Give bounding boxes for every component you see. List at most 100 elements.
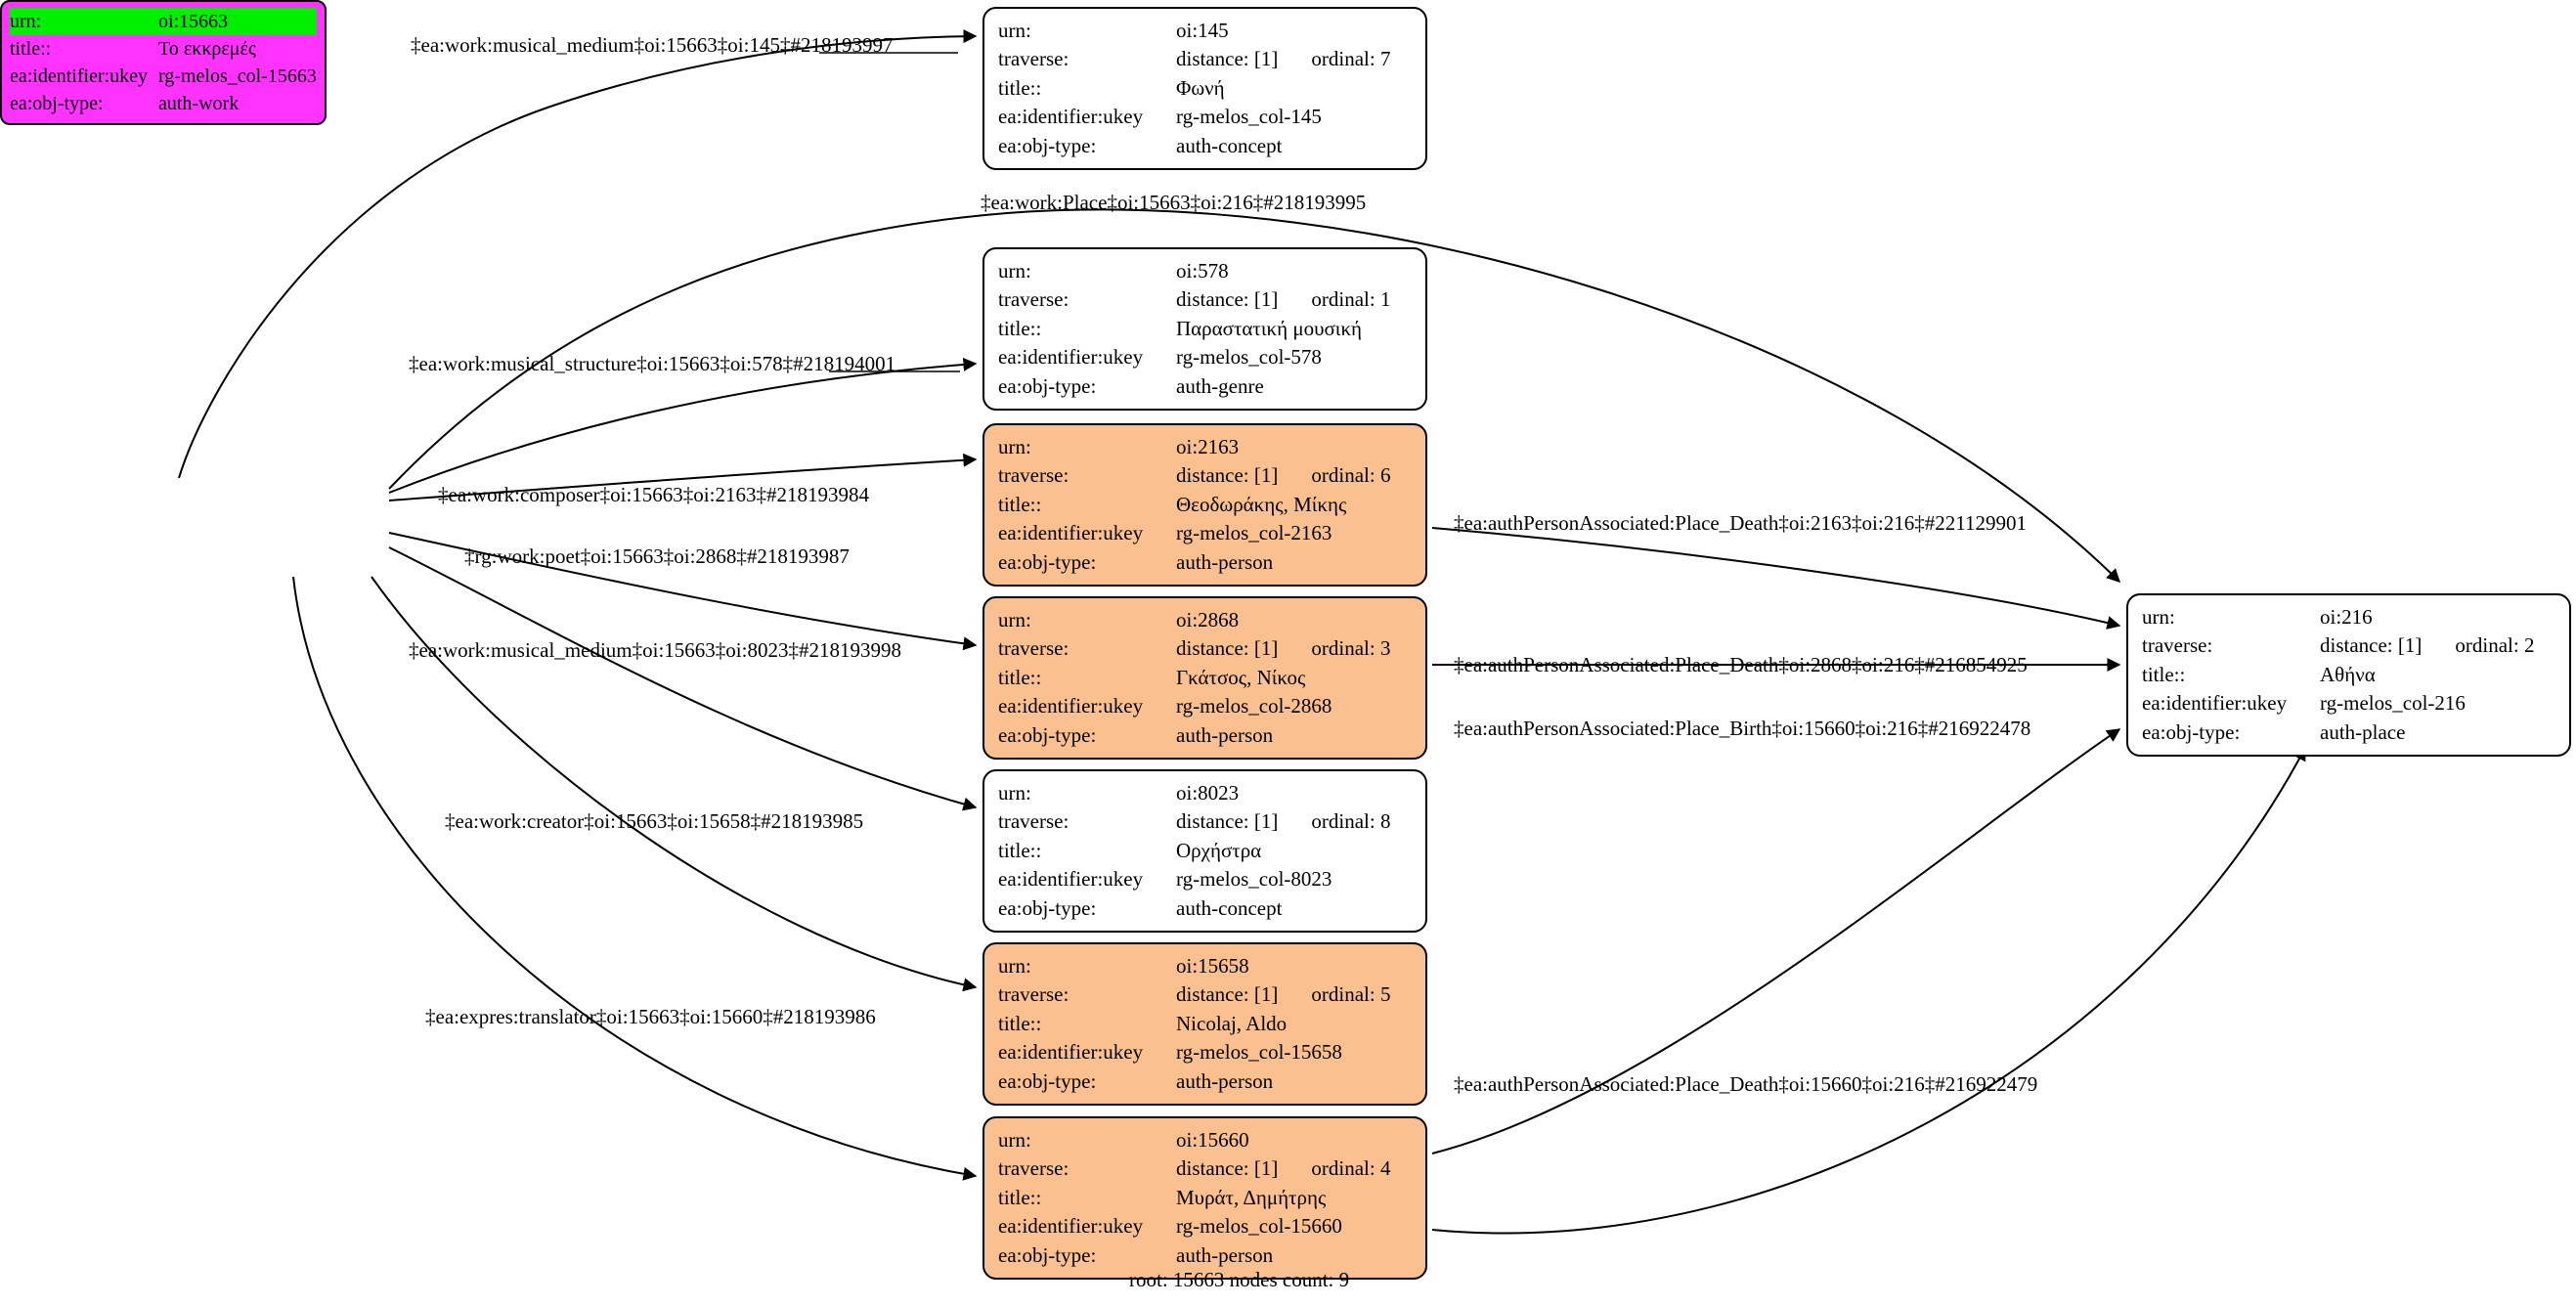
field-value-objtype: auth-person [1176,549,1274,574]
node-field-urn: urn: oi:15663 [10,8,317,35]
node-oi145[interactable]: urn: oi:145 traverse: distance: [1]ordinal:… [982,7,1427,170]
node-field-urn: urn:oi:2163 [998,433,1412,461]
field-value-title: Φωνή [1176,75,1225,100]
node-field-title: title::Μυράτ, Δημήτρης [998,1184,1412,1212]
node-field-ukey: ea:identifier:ukey rg-melos_col-145 [998,103,1412,131]
node-field-traverse: traverse: distance: [1]ordinal: 2 [2142,631,2555,660]
node-field-objtype: ea:obj-type:auth-person [998,721,1412,750]
traverse-ordinal: ordinal: 5 [1311,982,1391,1007]
node-oi216[interactable]: urn: oi:216 traverse: distance: [1]ordinal:… [2126,593,2571,757]
field-key-ukey: ea:identifier:ukey [998,1040,1144,1065]
edge-e218193998 [388,546,978,811]
field-key-urn: urn: [2142,605,2175,629]
edge-label-e218193984: ‡ea:work:composer‡oi:15663‡oi:2163‡#2181… [438,483,869,506]
field-value-title: Θεοδωράκης, Μίκης [1176,492,1347,516]
field-key-urn: urn: [10,8,158,35]
field-value-title: Παραστατική μουσική [1176,316,1363,340]
field-value-ukey: rg-melos_col-145 [1176,105,1322,129]
field-key-ukey: ea:identifier:ukey [998,105,1144,129]
field-value-objtype: auth-genre [1176,373,1264,398]
node-field-objtype: ea:obj-type:auth-person [998,548,1412,577]
edge-e218193986 [292,576,978,1181]
traverse-distance: distance: [1] [1176,287,1279,312]
field-key-traverse: traverse: [2142,633,2213,658]
node-field-urn: urn: oi:216 [2142,603,2555,631]
node-field-title: title::Αθήνα [2142,661,2555,689]
edge-e218194001 [388,357,978,494]
node-field-objtype: ea:obj-type:auth-person [998,1241,1412,1270]
field-value-objtype: auth-person [1176,1068,1274,1093]
edge-label-e216922479: ‡ea:authPersonAssociated:Place_Death‡oi:… [1454,1072,2038,1096]
field-key-title: title:: [998,75,1042,100]
field-value-traverse: distance: [1]ordinal: 5 [1176,980,1390,1009]
field-key-traverse: traverse: [998,47,1070,71]
field-value-objtype: auth-work [158,93,240,114]
field-value-objtype: auth-person [1176,722,1274,747]
field-value-title: Ορχήστρα [1176,838,1262,862]
field-value-title: Nicolaj, Aldo [1176,1011,1288,1035]
edge-label-e218193995: ‡ea:work:Place‡oi:15663‡oi:216‡#21819399… [981,191,1367,214]
field-value-urn: oi:8023 [1176,781,1240,805]
field-value-ukey: rg-melos_col-15663 [158,65,317,87]
field-value-ukey: rg-melos_col-15660 [1176,1214,1342,1239]
field-key-urn: urn: [998,435,1031,458]
traverse-ordinal: ordinal: 8 [1311,809,1391,834]
field-key-urn: urn: [998,19,1031,42]
field-key-title: title:: [998,838,1042,862]
field-key-objtype: ea:obj-type: [998,1068,1097,1093]
traverse-distance: distance: [1] [1176,636,1279,661]
node-field-urn: urn:oi:15658 [998,952,1412,980]
field-key-title: title:: [2142,662,2186,686]
node-field-urn: urn: oi:145 [998,17,1412,45]
field-value-urn: oi:578 [1176,259,1229,283]
field-value-traverse: distance: [1]ordinal: 7 [1176,45,1390,73]
field-key-objtype: ea:obj-type: [998,133,1097,157]
node-field-traverse: traverse:distance: [1]ordinal: 1 [998,285,1412,314]
node-field-urn: urn:oi:578 [998,257,1412,285]
traverse-distance: distance: [1] [1176,809,1279,834]
field-value-ukey: rg-melos_col-216 [2320,691,2466,716]
node-field-urn: urn:oi:2868 [998,606,1412,634]
field-key-ukey: ea:identifier:ukey [10,65,149,87]
traverse-ordinal: ordinal: 2 [2455,633,2535,658]
node-field-urn: urn:oi:15660 [998,1126,1412,1154]
node-field-traverse: traverse:distance: [1]ordinal: 3 [998,634,1412,663]
field-key-objtype: ea:obj-type: [10,93,104,114]
traverse-distance: distance: [1] [1176,1156,1279,1181]
field-value-traverse: distance: [1]ordinal: 2 [2320,631,2534,660]
edge-label-e218193985: ‡ea:work:creator‡oi:15663‡oi:15658‡#2181… [445,809,864,833]
field-value-title: Μυράτ, Δημήτρης [1176,1185,1327,1209]
node-field-objtype: ea:obj-type:auth-concept [998,894,1412,923]
field-value-urn: oi:216 [2320,605,2373,629]
field-value-urn: oi:145 [1176,19,1229,42]
field-value-urn: oi:15663 [158,8,229,35]
node-field-title: title:: Το εκκρεμές [10,35,317,63]
edge-label-e218194001: ‡ea:work:musical_structure‡oi:15663‡oi:5… [409,352,896,375]
field-value-objtype: auth-concept [1176,133,1283,157]
node-field-urn: urn:oi:8023 [998,779,1412,807]
field-key-ukey: ea:identifier:ukey [998,694,1144,718]
node-field-traverse: traverse: distance: [1]ordinal: 7 [998,45,1412,73]
node-root-oi15663[interactable]: urn: oi:15663 title:: Το εκκρεμές ea:ide… [0,0,327,125]
field-key-title: title:: [998,316,1042,340]
traverse-ordinal: ordinal: 7 [1311,47,1391,71]
edge-label-e218193986: ‡ea:expres:translator‡oi:15663‡oi:15660‡… [425,1005,876,1028]
field-value-urn: oi:15658 [1176,954,1249,978]
traverse-ordinal: ordinal: 3 [1311,636,1391,661]
edge-label-e218193997: ‡ea:work:musical_medium‡oi:15663‡oi:145‡… [411,33,894,57]
field-key-title: title:: [998,1011,1042,1035]
node-field-objtype: ea:obj-type:auth-genre [998,372,1412,401]
node-field-traverse: traverse:distance: [1]ordinal: 4 [998,1154,1412,1183]
field-value-traverse: distance: [1] ordinal: 8 [1176,807,1390,836]
node-field-title: title::Παραστατική μουσική [998,315,1412,343]
edge-label-e216854925: ‡ea:authPersonAssociated:Place_Death‡oi:… [1454,653,2028,676]
